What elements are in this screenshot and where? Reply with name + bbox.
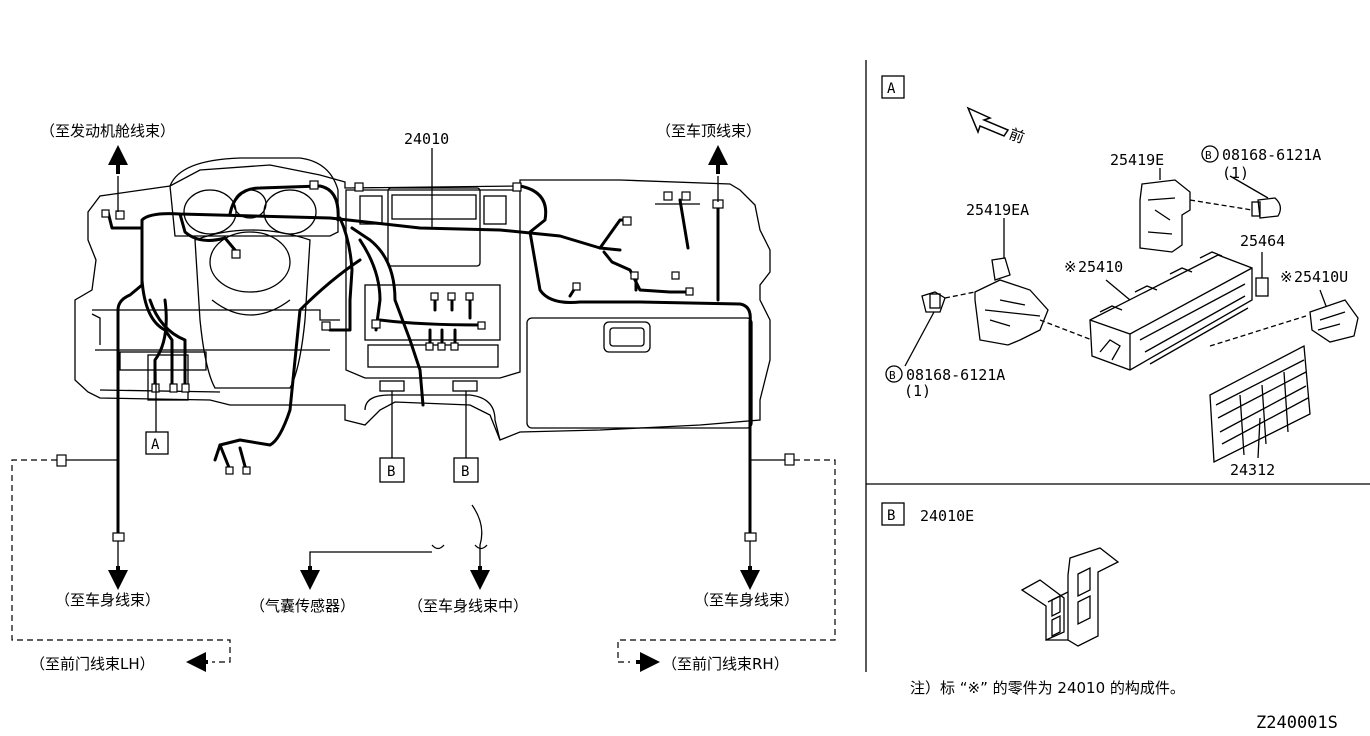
part-25410-marker: ※ <box>1064 258 1077 276</box>
direction-arrows <box>108 145 760 672</box>
part-bolt-left-qty: (1) <box>904 382 931 400</box>
main-harness <box>106 184 752 537</box>
bolt-symbol-left: B <box>889 369 896 382</box>
callout-a: A <box>151 437 160 453</box>
part-bolt-top-qty: (1) <box>1222 164 1249 182</box>
label-to-airbag-sensor: （气囊传感器） <box>250 597 355 615</box>
part-bolt-top: 08168-6121A <box>1222 146 1321 164</box>
label-to-body-center: （至车身线束中） <box>408 597 528 615</box>
panel-b-tag: B <box>887 508 895 524</box>
part-25410: 25410 <box>1078 258 1123 276</box>
label-to-body-right: （至车身线束） <box>694 591 799 609</box>
label-to-front-door-lh: （至前门线束LH） <box>30 655 155 673</box>
panel-a-tag: A <box>887 81 896 97</box>
part-24312: 24312 <box>1230 461 1275 479</box>
leader-lines <box>66 148 785 566</box>
callout-b-right: B <box>461 464 469 480</box>
panel-b-detail: B 24010E <box>881 502 1120 647</box>
dashed-extensions <box>11 459 836 663</box>
label-to-front-door-rh: （至前门线束RH） <box>662 655 789 673</box>
label-to-engine-room: （至发动机舱线束） <box>40 122 175 140</box>
front-direction-icon <box>966 106 1010 137</box>
front-direction-label: 前 <box>1007 125 1027 147</box>
panel-a-detail: A 前 B B <box>881 75 1359 479</box>
part-bolt-left: 08168-6121A <box>906 366 1005 384</box>
footnote: 注）标 “※” 的零件为 24010 的构成件。 <box>910 679 1185 697</box>
callout-b-left: B <box>387 464 395 480</box>
part-25410u: 25410U <box>1294 268 1348 286</box>
label-main-part: 24010 <box>404 130 449 148</box>
harness-connectors <box>56 180 795 542</box>
part-25410u-marker: ※ <box>1280 268 1293 286</box>
diagram-id: Z240001S <box>1256 713 1338 733</box>
part-25419ea: 25419EA <box>966 201 1029 219</box>
part-25464: 25464 <box>1240 232 1285 250</box>
label-to-roof: （至车顶线束） <box>656 122 761 140</box>
label-to-body-left: （至车身线束） <box>55 591 160 609</box>
part-24010e: 24010E <box>920 507 974 525</box>
bolt-symbol-top: B <box>1205 149 1212 162</box>
part-25419e: 25419E <box>1110 151 1164 169</box>
